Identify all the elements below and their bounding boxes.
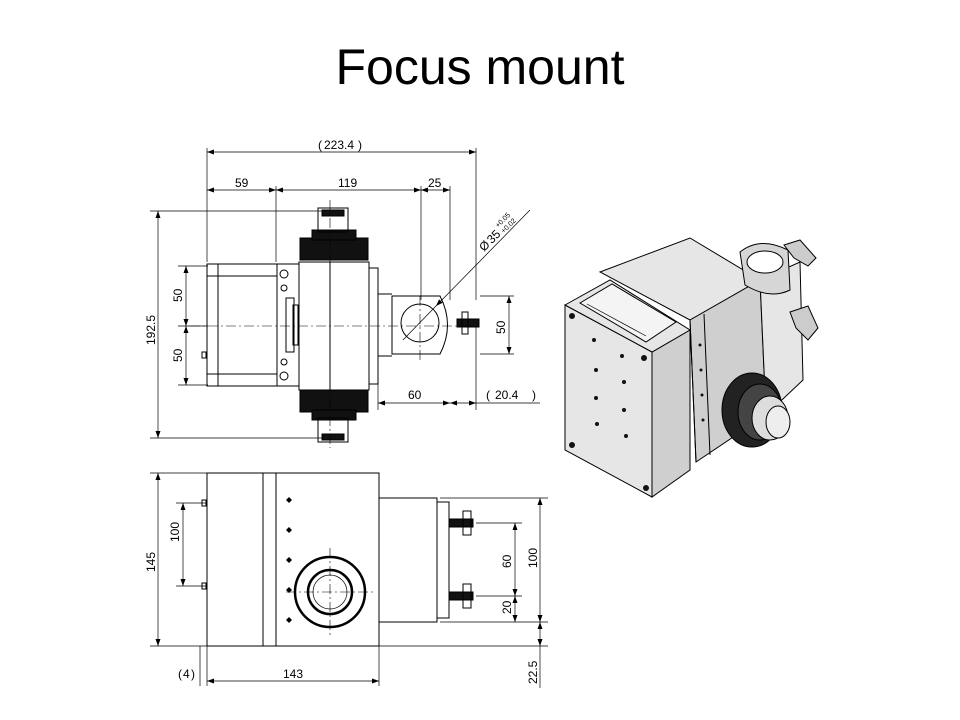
dim-front-height-total: 145 [144,552,158,572]
dim-bottom-offset: 22.5 [526,660,540,684]
dim-height-total: 192.5 [144,315,158,345]
dim-front-clamp-height: 100 [526,548,540,568]
lower-clamp-knob-icon [789,305,819,341]
isometric-view [563,237,819,498]
dim-seg-mid: 119 [338,176,357,190]
dim-overall-width: 223.4 [324,138,354,152]
dim-front-width: 143 [283,667,303,681]
dim-lower-half: 50 [171,348,185,362]
bore-diameter-label: Ø 35 +0.05 +0.02 [476,212,518,254]
dim-overall-width-open: ( [318,138,322,152]
dim-clamp-height: 50 [494,320,508,334]
dim-clamp-offset: 60 [408,388,422,402]
dim-clamp-overhang-close: ) [532,388,536,402]
upper-knob-icon [299,237,369,261]
dim-slot-spacing: 60 [500,554,514,568]
lower-clamp-screw-icon [448,591,474,601]
dim-clamp-overhang-open: ( [486,388,490,402]
slide-title: Focus mount [335,39,625,95]
dim-seg-left: 59 [235,176,249,190]
dim-clamp-overhang: 20.4 [495,388,519,402]
lower-knob-icon [299,389,369,413]
dim-slot-offset: 20 [500,600,514,614]
dim-upper-half: 50 [171,288,185,302]
front-view: 145 100 60 [144,472,548,688]
upper-clamp-knob-icon [783,239,817,267]
upper-clamp-screw-icon [448,518,474,528]
dim-overall-width-close: ) [358,138,362,152]
dim-seg-right: 25 [428,176,442,190]
dim-left-offset-close: ) [191,667,195,681]
dim-left-offset: 4 [183,667,190,681]
dim-left-offset-open: ( [178,667,182,681]
top-view: ( 223.4 ) 59 119 25 192.5 50 50 [144,138,540,448]
dim-hole-spacing: 100 [168,522,182,542]
